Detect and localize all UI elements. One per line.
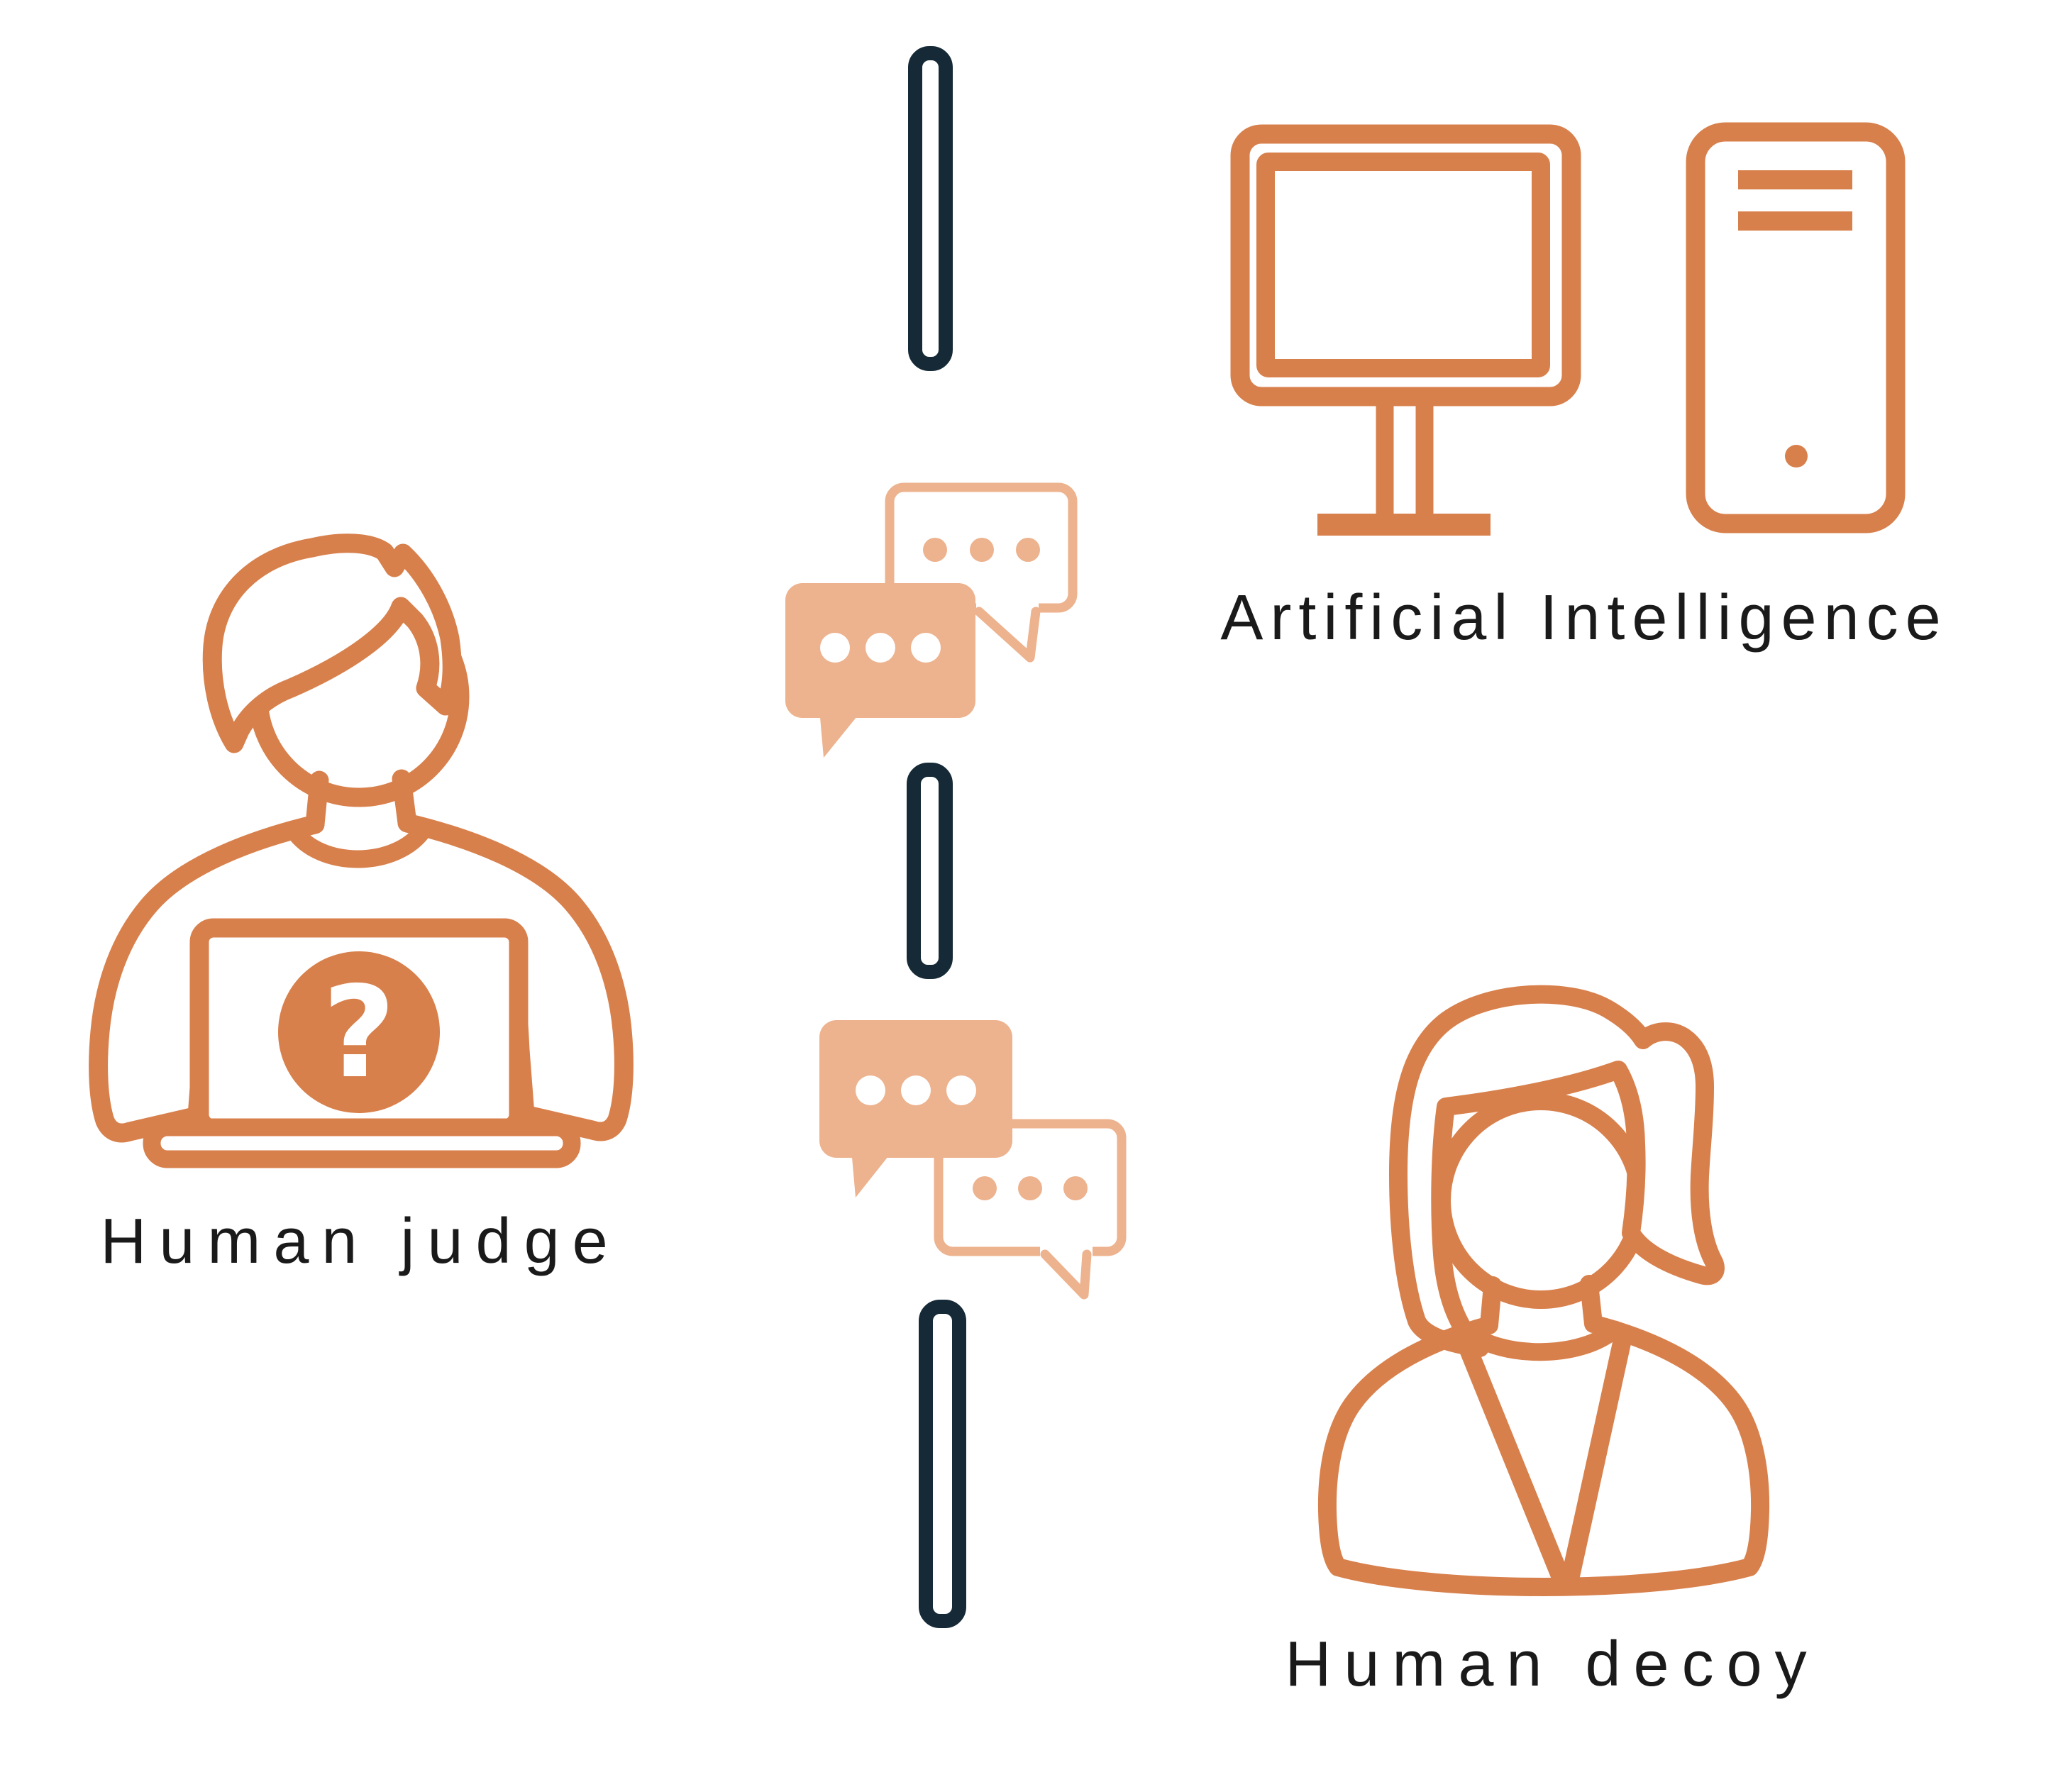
tower-slot-1 (1738, 170, 1852, 189)
decoy-collar (1458, 1320, 1624, 1361)
tower-power-dot (1785, 445, 1808, 468)
monitor-inner (1256, 153, 1550, 377)
decoy-body (1317, 1316, 1770, 1596)
decoy-vneck (1455, 1327, 1632, 1588)
divider-dash-2 (907, 763, 953, 979)
monitor-base (1317, 514, 1491, 536)
chat-bubble-outlined-tail (974, 607, 1041, 663)
monitor-stand (1376, 397, 1434, 514)
chat-bubble-filled-tail (819, 709, 863, 758)
laptop-base-icon (143, 1118, 581, 1168)
tower-slot-2 (1738, 211, 1852, 231)
chat-bubble-outlined-tail (1040, 1249, 1092, 1300)
question-badge-icon (278, 951, 440, 1113)
woman-icon (1317, 985, 1770, 1596)
judge-hair-icon (202, 533, 462, 753)
decoy-hair-icon (1389, 985, 1725, 1357)
question-glyph: ? (322, 959, 395, 1106)
divider-dash-3 (919, 1300, 966, 1628)
decoy-face (1432, 1092, 1649, 1309)
chat-bubbles-upper-icon (785, 482, 1078, 758)
human-judge-icon: ? (89, 533, 634, 1168)
label-human-judge: Human judge (100, 1206, 621, 1277)
dashed-divider (907, 46, 966, 1628)
divider-dash-1 (908, 46, 953, 371)
chat-bubbles-lower-icon (819, 1020, 1127, 1300)
desktop-computer-icon (1230, 122, 1906, 536)
judge-collar (284, 819, 433, 868)
label-human-decoy: Human decoy (1285, 1629, 1820, 1700)
label-artificial-intelligence: Artificial Intelligence (1220, 582, 1948, 653)
chat-bubble-filled-tail (851, 1149, 894, 1198)
